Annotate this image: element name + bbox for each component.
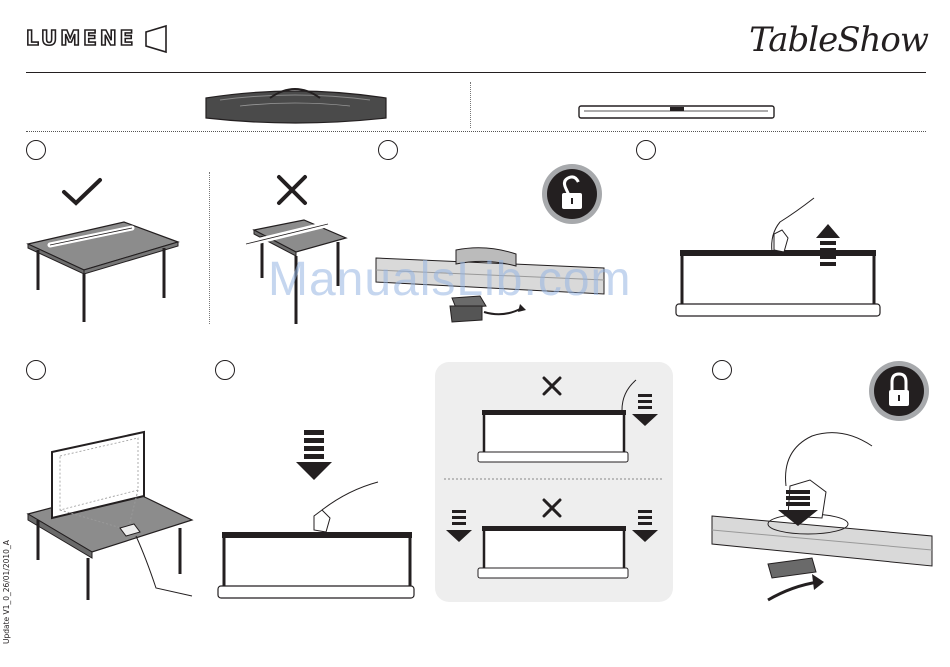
push-down-screen-illustration: [218, 430, 414, 600]
cross-icon: [276, 174, 308, 206]
unlock-icon: [541, 163, 603, 225]
table-correct-illustration: [24, 218, 184, 324]
cross-icon: [544, 378, 560, 394]
lock-mechanism-illustration: [712, 426, 934, 604]
arrow-down-icon: [632, 394, 658, 426]
strip-divider: [470, 82, 471, 128]
section-divider-top: [26, 131, 926, 132]
tableshow-logo: TableShow: [749, 20, 928, 60]
lumene-logo-flag: [26, 24, 171, 54]
projector-setup-illustration: [26, 428, 196, 604]
check-icon: [62, 178, 102, 206]
step-marker-6: [712, 360, 732, 380]
pull-up-screen-illustration: [676, 194, 882, 318]
update-version-text: Update V1_0_26/01/2010_A: [2, 540, 11, 644]
wrong-methods-illustrations: [440, 372, 668, 592]
closed-screen-illustration: [578, 104, 776, 122]
step-marker-5: [215, 360, 235, 380]
arrow-down-icon: [296, 430, 332, 480]
lumene-logo: LUMENE: [26, 24, 171, 54]
watermark: ManualsLib.com: [268, 252, 632, 307]
carry-bag-illustration: [200, 84, 390, 126]
step-marker-1: [26, 140, 46, 160]
header-rule: [26, 72, 926, 73]
lock-icon: [868, 360, 930, 422]
step-marker-3: [636, 140, 656, 160]
cross-icon: [544, 500, 560, 516]
arrow-down-icon: [446, 510, 472, 542]
arrow-down-icon: [632, 510, 658, 542]
step-marker-2: [378, 140, 398, 160]
step-marker-4: [26, 360, 46, 380]
step1-divider: [209, 172, 210, 324]
